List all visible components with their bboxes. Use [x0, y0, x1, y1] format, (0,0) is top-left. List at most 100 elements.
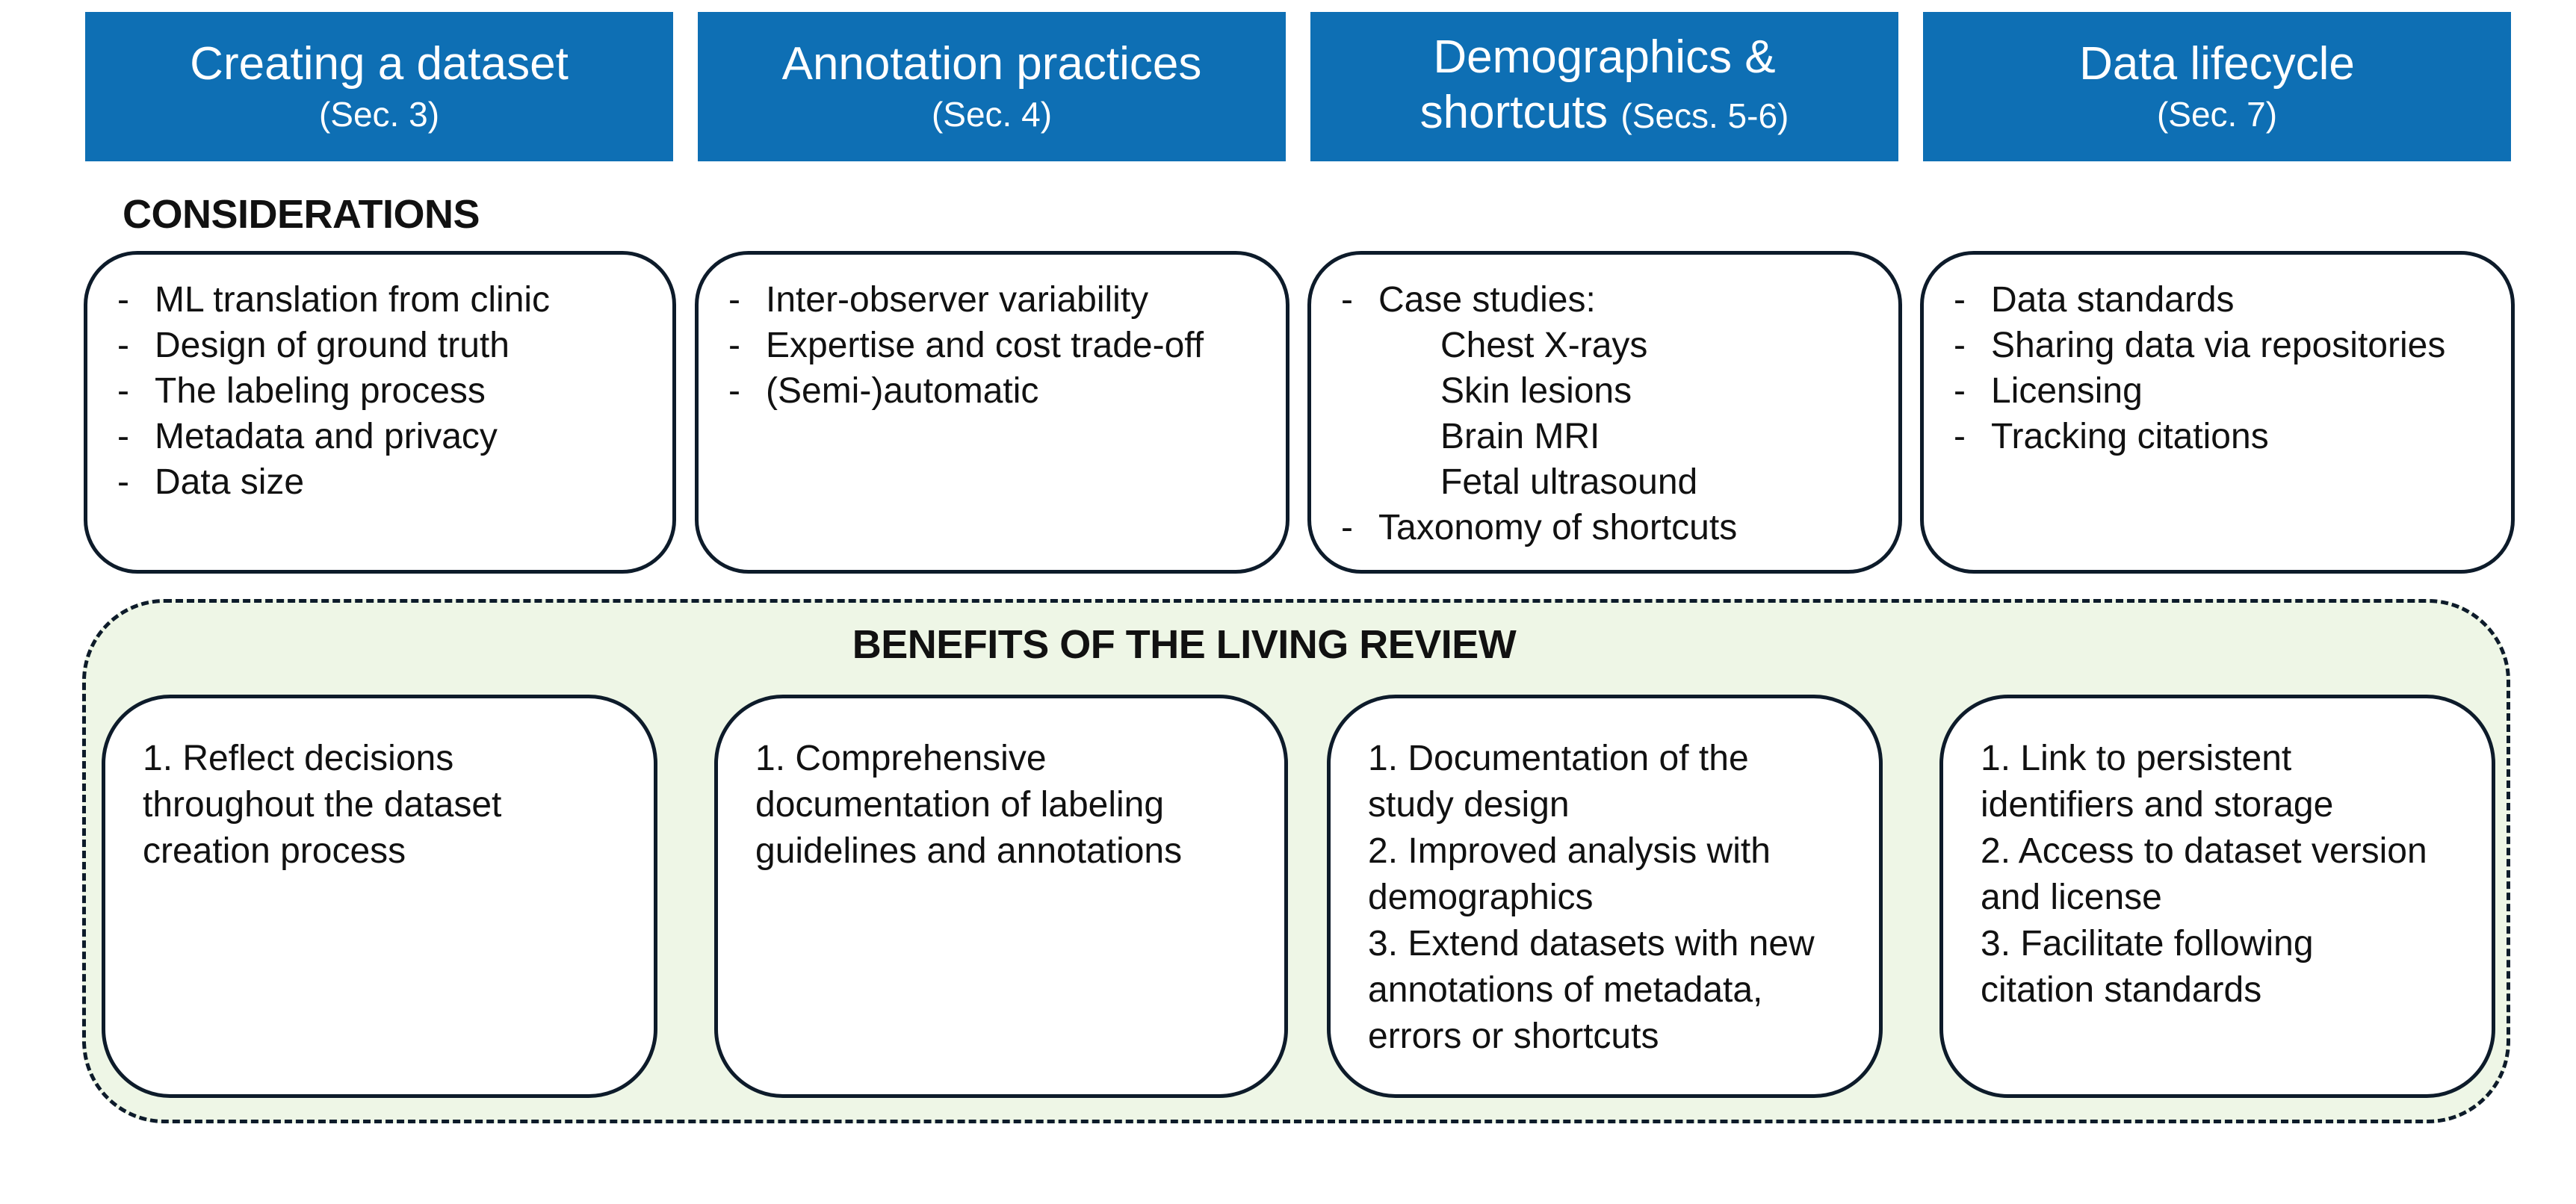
benefit-text: 1. Comprehensive documentation of labelin…	[755, 736, 1254, 875]
benefit-line: throughout the dataset	[143, 785, 502, 825]
bullet-dash: -	[117, 280, 129, 320]
consideration-item: -Tracking citations	[1954, 414, 2481, 459]
consideration-item: -(Semi-)automatic	[728, 368, 1256, 414]
header-section-ref: (Sec. 3)	[318, 95, 440, 134]
benefit-line: citation standards	[1981, 970, 2262, 1010]
benefit-line: study design	[1368, 785, 1570, 825]
consideration-item: -The labeling process	[117, 368, 643, 414]
consideration-item: -Metadata and privacy	[117, 414, 643, 459]
consideration-text: Taxonomy of shortcuts	[1378, 508, 1738, 547]
bullet-dash: -	[728, 371, 740, 411]
considerations-list: -Inter-observer variability-Expertise an…	[728, 277, 1256, 414]
header-title-line2-wrap: shortcuts (Secs. 5-6)	[1420, 85, 1789, 143]
consideration-text: The labeling process	[155, 371, 486, 411]
benefits-heading: BENEFITS OF THE LIVING REVIEW	[852, 622, 1517, 667]
benefit-line: demographics	[1368, 878, 1594, 917]
consideration-item: Chest X-rays	[1341, 323, 1868, 368]
consideration-text: Tracking citations	[1991, 417, 2269, 456]
benefit-box-annotation-practices: 1. Comprehensive documentation of labelin…	[714, 695, 1288, 1098]
bullet-dash: -	[1954, 371, 1966, 411]
consideration-text: ML translation from clinic	[155, 280, 551, 320]
bullet-dash: -	[1954, 280, 1966, 320]
consideration-item: -Case studies:	[1341, 277, 1868, 323]
consideration-item: -Expertise and cost trade-off	[728, 323, 1256, 368]
considerations-heading: CONSIDERATIONS	[123, 192, 480, 237]
bullet-dash: -	[117, 371, 129, 411]
consideration-item: -Sharing data via repositories	[1954, 323, 2481, 368]
benefit-line: 1. Link to persistent	[1981, 739, 2292, 778]
benefit-line: errors or shortcuts	[1368, 1017, 1659, 1056]
bullet-dash: -	[1954, 326, 1966, 365]
consideration-item: Brain MRI	[1341, 414, 1868, 459]
benefit-text: 1. Documentation of the study design 2. Im…	[1368, 736, 1849, 1060]
consideration-text: Design of ground truth	[155, 326, 510, 365]
header-title: Data lifecycle	[2079, 38, 2355, 90]
benefit-box-creating-dataset: 1. Reflect decisions throughout the datas…	[102, 695, 657, 1098]
benefit-box-demographics-shortcuts: 1. Documentation of the study design 2. Im…	[1327, 695, 1883, 1098]
header-title-line2: shortcuts	[1419, 87, 1609, 138]
bullet-dash: -	[728, 280, 740, 320]
benefit-line: creation process	[143, 831, 406, 871]
consideration-item: Fetal ultrasound	[1341, 459, 1868, 505]
bullet-dash: -	[117, 326, 129, 365]
benefit-line: guidelines and annotations	[755, 831, 1183, 871]
consideration-text: Licensing	[1991, 371, 2143, 411]
header-title-line1: Demographics &	[1433, 31, 1776, 83]
benefit-line: documentation of labeling	[755, 785, 1165, 825]
consideration-item: -Data standards	[1954, 277, 2481, 323]
consideration-item: Skin lesions	[1341, 368, 1868, 414]
header-demographics-shortcuts: Demographics & shortcuts (Secs. 5-6)	[1310, 12, 1898, 161]
header-title: Annotation practices	[781, 38, 1202, 90]
bullet-dash: -	[1954, 417, 1966, 456]
benefit-line: and license	[1981, 878, 2162, 917]
consideration-item: -ML translation from clinic	[117, 277, 643, 323]
consideration-text: Sharing data via repositories	[1991, 326, 2446, 365]
header-title: Creating a dataset	[190, 38, 569, 90]
considerations-box-data-lifecycle: -Data standards-Sharing data via reposit…	[1920, 251, 2515, 574]
header-creating-dataset: Creating a dataset (Sec. 3)	[85, 12, 673, 161]
considerations-box-creating-dataset: -ML translation from clinic-Design of gr…	[84, 251, 676, 574]
considerations-box-annotation-practices: -Inter-observer variability-Expertise an…	[695, 251, 1289, 574]
consideration-item: -Licensing	[1954, 368, 2481, 414]
benefit-line: 1. Documentation of the	[1368, 739, 1749, 778]
consideration-text: Case studies:	[1378, 280, 1596, 320]
considerations-list: -ML translation from clinic-Design of gr…	[117, 277, 643, 505]
consideration-item: -Data size	[117, 459, 643, 505]
considerations-list: -Data standards-Sharing data via reposit…	[1954, 277, 2481, 459]
consideration-item: -Inter-observer variability	[728, 277, 1256, 323]
bullet-dash: -	[1341, 508, 1353, 547]
consideration-text: Skin lesions	[1440, 371, 1632, 411]
benefit-line: annotations of metadata,	[1368, 970, 1763, 1010]
benefit-line: 2. Improved analysis with	[1368, 831, 1771, 871]
benefit-line: 3. Facilitate following	[1981, 924, 2314, 963]
consideration-text: Chest X-rays	[1440, 326, 1648, 365]
consideration-item: -Taxonomy of shortcuts	[1341, 505, 1868, 550]
consideration-text: (Semi-)automatic	[766, 371, 1039, 411]
consideration-text: Data size	[155, 462, 305, 502]
benefit-line: 1. Comprehensive	[755, 739, 1047, 778]
header-data-lifecycle: Data lifecycle (Sec. 7)	[1923, 12, 2511, 161]
consideration-text: Metadata and privacy	[155, 417, 498, 456]
benefit-line: 1. Reflect decisions	[143, 739, 454, 778]
benefit-line: 2. Access to dataset version	[1981, 831, 2427, 871]
consideration-text: Brain MRI	[1440, 417, 1600, 456]
header-annotation-practices: Annotation practices (Sec. 4)	[698, 12, 1286, 161]
bullet-dash: -	[728, 326, 740, 365]
bullet-dash: -	[117, 462, 129, 502]
bullet-dash: -	[1341, 280, 1353, 320]
benefit-box-data-lifecycle: 1. Link to persistent identifiers and sto…	[1939, 695, 2495, 1098]
consideration-text: Expertise and cost trade-off	[766, 326, 1204, 365]
consideration-text: Inter-observer variability	[766, 280, 1149, 320]
consideration-text: Data standards	[1991, 280, 2235, 320]
header-section-ref: (Sec. 7)	[2156, 95, 2278, 134]
bullet-dash: -	[117, 417, 129, 456]
benefit-line: identifiers and storage	[1981, 785, 2334, 825]
benefit-line: 3. Extend datasets with new	[1368, 924, 1815, 963]
consideration-item: -Design of ground truth	[117, 323, 643, 368]
benefit-text: 1. Reflect decisions throughout the datas…	[143, 736, 624, 875]
header-section-ref: (Sec. 4)	[931, 95, 1053, 134]
header-section-ref: (Secs. 5-6)	[1620, 96, 1789, 135]
consideration-text: Fetal ultrasound	[1440, 462, 1698, 502]
